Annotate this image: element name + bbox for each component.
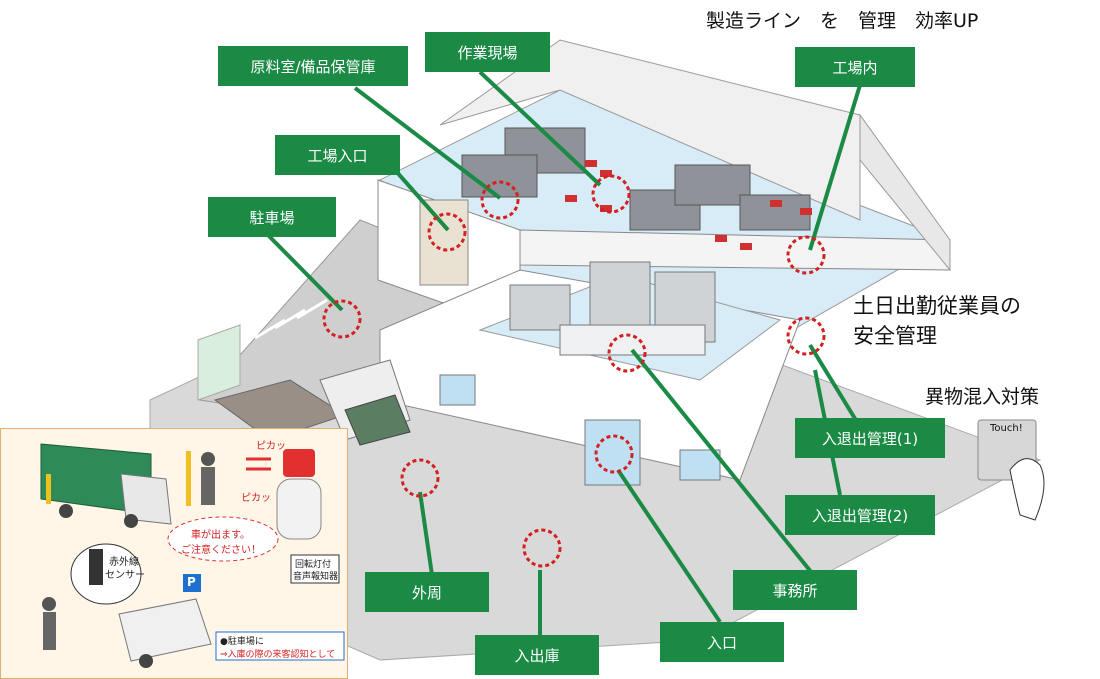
van <box>118 598 212 662</box>
inset-illustration <box>40 443 345 668</box>
rotating-lamp <box>283 449 315 477</box>
touch-label: Touch! <box>990 423 1023 434</box>
wheel <box>59 504 73 518</box>
label-perimeter: 外周 <box>365 572 489 612</box>
speech-bubble <box>167 516 279 562</box>
label-parking: 駐車場 <box>208 197 336 237</box>
label-factory-entrance: 工場入口 <box>275 135 400 175</box>
sensor-line-1: 赤外線 <box>109 557 139 568</box>
note-line-1: ●駐車場に <box>220 637 264 647</box>
flash-lines <box>246 457 271 471</box>
label-entrance: 入口 <box>660 622 784 662</box>
parking-stripes <box>254 298 328 340</box>
person-body <box>43 612 56 650</box>
truck-cab-inset <box>120 473 172 525</box>
device-line-2: 音声報知器 <box>293 572 339 582</box>
main-entrance-doors <box>584 419 641 486</box>
office-window-2 <box>679 449 721 481</box>
right-wall <box>859 113 951 272</box>
hand-icon <box>1009 458 1045 521</box>
camera-markers <box>322 174 826 568</box>
guard-body <box>201 467 215 505</box>
product-trays <box>565 160 812 250</box>
device-caption-box <box>290 554 340 584</box>
office-window <box>439 374 476 406</box>
ir-sensor <box>89 549 103 585</box>
person-head <box>42 597 56 611</box>
weekend-safety-title-line1: 土日出勤従業員の <box>853 294 1021 318</box>
leader-lines <box>263 70 867 635</box>
side-building <box>197 324 241 401</box>
parking-sign-label: P <box>187 575 196 589</box>
sensor-bubble <box>70 543 142 605</box>
label-raw-material-room: 原料室/備品保管庫 <box>218 46 408 86</box>
label-factory-interior: 工場内 <box>795 47 915 87</box>
speech-line-2: ご注意ください！ <box>181 545 261 556</box>
label-office: 事務所 <box>733 570 857 610</box>
headline: 製造ライン を 管理 効率UP <box>706 10 979 32</box>
flash-text-1: ピカッ <box>256 441 286 452</box>
sensor-post <box>46 474 51 504</box>
label-entry-exit-1: 入退出管理(1) <box>795 418 945 458</box>
wheel <box>124 514 138 528</box>
truck-cab <box>344 394 411 446</box>
foreign-matter-title: 異物混入対策 <box>925 386 1040 408</box>
voice-alarm-device <box>276 478 322 540</box>
weekend-safety-title-line2: 安全管理 <box>853 324 937 348</box>
label-entry-exit-2: 入退出管理(2) <box>785 495 935 535</box>
device-line-1: 回転灯付 <box>295 560 332 570</box>
label-warehouse-in-out: 入出庫 <box>475 635 599 675</box>
production-machines <box>461 127 811 231</box>
sensor-post <box>186 451 191 506</box>
factory-entrance-door <box>419 199 469 286</box>
flash-text-2: ピカッ <box>241 493 271 504</box>
parking-sign-icon <box>183 574 201 592</box>
note-box <box>215 631 345 661</box>
guard-head <box>201 452 215 466</box>
speech-line-1: 車が出ます。 <box>191 530 250 541</box>
note-line-2: ⇒入庫の際の来客認知として <box>220 650 336 660</box>
parking-alert-inset: ピカッ ピカッ 車が出ます。 ご注意ください！ 赤外線 センサー 回転灯付 音声… <box>0 428 348 679</box>
label-work-site: 作業現場 <box>425 32 550 72</box>
wheel <box>139 654 153 668</box>
sensor-line-2: センサー <box>105 570 145 581</box>
